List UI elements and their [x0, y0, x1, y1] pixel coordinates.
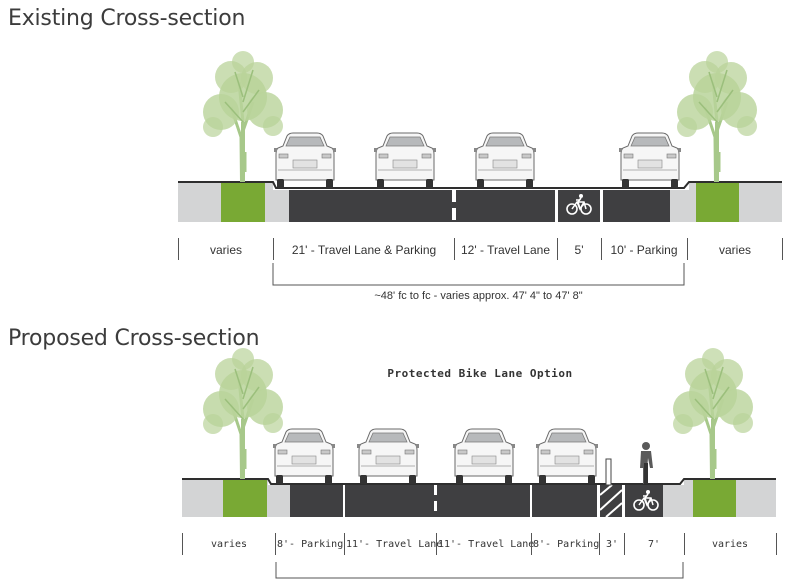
protected-bike-lane-option-label: Protected Bike Lane Option — [387, 367, 573, 380]
existing-segment-label: 12' - Travel Lane — [460, 243, 550, 257]
existing-segment-label: varies — [209, 243, 242, 257]
proposed-segment-label: varies — [711, 539, 749, 550]
existing-total-bracket — [272, 263, 685, 286]
right-planter — [693, 479, 736, 517]
car-icon — [356, 428, 420, 485]
bike-lane-line-left — [555, 190, 558, 222]
right-planter — [696, 182, 739, 222]
proposed-segment-label: 11'- Travel Lane — [438, 539, 535, 550]
car-icon — [452, 428, 516, 485]
proposed-segment-label: 7' — [647, 539, 661, 550]
existing-segment-label: 5' — [574, 243, 584, 257]
bollard-icon — [605, 458, 612, 486]
proposed-segment-label: varies — [210, 539, 248, 550]
car-icon — [535, 428, 599, 485]
proposed-segment-label: 8'- Parking — [533, 539, 600, 550]
existing-roadway — [289, 190, 670, 222]
proposed-section-title: Proposed Cross-section — [8, 326, 260, 351]
proposed-segment-label: 11'- Travel Lane — [346, 539, 443, 550]
existing-segment-label: 21' - Travel Lane & Parking — [291, 243, 437, 257]
bike-lane-line-right — [600, 190, 603, 222]
existing-segment-label: 10' - Parking — [610, 243, 678, 257]
car-icon — [473, 132, 537, 189]
existing-segment-label: varies — [718, 243, 751, 257]
car-icon — [273, 132, 337, 189]
existing-section-title: Existing Cross-section — [8, 6, 246, 31]
car-icon — [373, 132, 437, 189]
car-icon — [272, 428, 336, 485]
left-planter — [223, 479, 267, 517]
tree-icon — [671, 346, 755, 481]
left-planter — [221, 182, 265, 222]
proposed-cross-section — [182, 346, 776, 579]
proposed-roadway — [290, 485, 663, 517]
proposed-total-bracket — [275, 562, 684, 579]
tree-icon — [675, 49, 759, 184]
tree-icon — [201, 346, 285, 481]
existing-cross-section — [178, 49, 782, 286]
cyclist-icon — [640, 442, 653, 484]
proposed-segment-label: 8'- Parking — [277, 539, 344, 550]
bike-lane-buffer — [597, 484, 625, 518]
existing-total-width-note: ~48' fc to fc - varies approx. 47' 4" to… — [374, 290, 583, 302]
car-icon — [618, 132, 682, 189]
proposed-segment-label: 3' — [605, 539, 619, 550]
tree-icon — [201, 49, 285, 184]
